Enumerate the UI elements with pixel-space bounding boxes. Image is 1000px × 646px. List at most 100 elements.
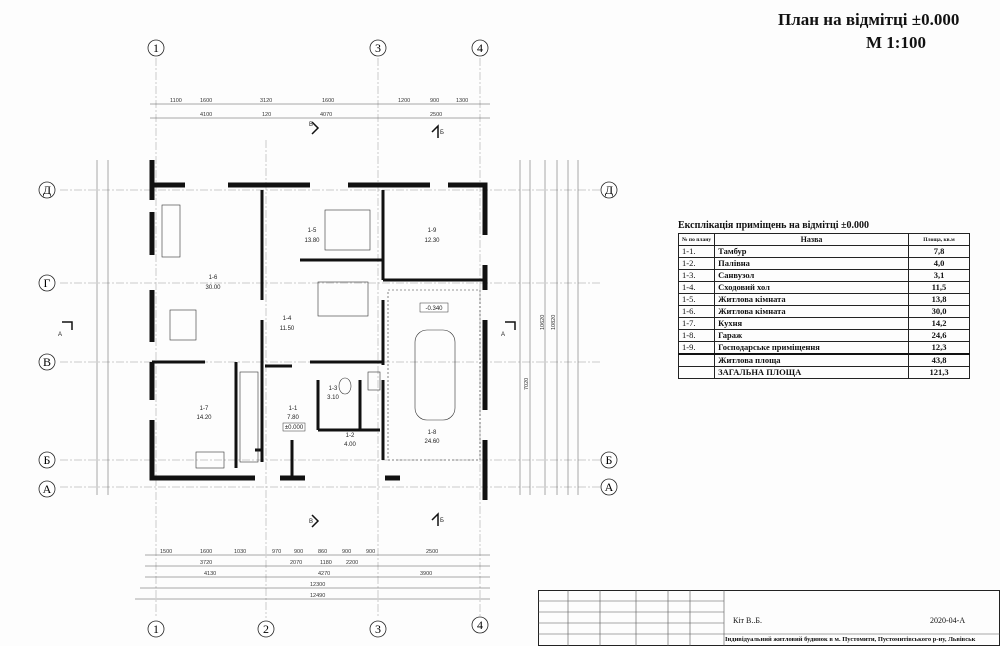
- room-1-8-id: 1-8: [428, 430, 437, 436]
- room-1-9-area: 12.30: [424, 238, 440, 244]
- row-num: 1-6.: [677, 305, 716, 318]
- section-mark-b-top: Б: [440, 130, 444, 136]
- axis-bottom-1: 1: [153, 622, 159, 636]
- drawing-title: План на відмітці ±0.000: [778, 10, 960, 29]
- axis-left-b: Б: [44, 453, 51, 467]
- section-mark-v-bottom: В: [309, 519, 313, 525]
- exterior-walls: [149, 160, 488, 500]
- room-1-6-id: 1-6: [209, 275, 218, 281]
- dim-bot-2: 1600: [200, 549, 212, 555]
- dim-bot-4: 970: [272, 549, 281, 555]
- dim-bot-13: 2200: [346, 560, 358, 566]
- stairs: [317, 281, 369, 317]
- level-mark-garage-box: [419, 302, 449, 313]
- axis-left-a: А: [43, 482, 52, 496]
- dim-bot-17: 12300: [310, 582, 325, 588]
- dim-top-9: 120: [262, 112, 271, 118]
- dim-bot-6: 860: [318, 549, 327, 555]
- axis-top-3: 3: [375, 41, 381, 55]
- row-num: 1-5.: [677, 293, 716, 306]
- dim-right-3: 7020: [524, 378, 530, 390]
- axis-bubbles-top: [147, 39, 489, 57]
- row-num: 1-3.: [677, 269, 716, 282]
- living-area-label: Житлова площа: [714, 353, 909, 367]
- section-marks: [62, 121, 516, 528]
- dim-bot-14: 4130: [204, 571, 216, 577]
- interior-walls: [152, 190, 485, 478]
- row-area: 30,0: [908, 305, 970, 318]
- table-header-row: № по плану Назва Площа, кв.м: [677, 233, 970, 246]
- dim-top-3: 3120: [260, 98, 272, 104]
- stamp-description: Індивідуальний житловий будинок в м. Пус…: [725, 636, 976, 643]
- room-1-9-id: 1-9: [428, 228, 437, 234]
- header-area: Площа, кв.м: [908, 233, 970, 246]
- room-1-6-area: 30.00: [205, 285, 221, 291]
- stamp-code: 2020-04-А: [930, 616, 966, 625]
- row-area: 13,8: [908, 293, 970, 306]
- row-area: 4,0: [908, 257, 970, 270]
- garage-bay: [387, 289, 481, 461]
- toilet: [338, 377, 352, 395]
- level-mark-garage: -0.340: [425, 306, 443, 312]
- room-1-7-id: 1-7: [200, 406, 209, 412]
- dim-bot-11: 2070: [290, 560, 302, 566]
- bed: [324, 209, 371, 251]
- room-1-3-area: 3.10: [327, 395, 339, 401]
- room-1-1-area: 7.80: [287, 415, 299, 421]
- row-num-empty: [677, 353, 716, 367]
- axis-bottom-4: 4: [477, 618, 483, 632]
- table-row: 1-2. Палівна 4,0: [677, 257, 970, 270]
- dim-bot-7: 900: [342, 549, 351, 555]
- row-name: Кухня: [714, 317, 909, 330]
- axis-top-1: 1: [153, 41, 159, 55]
- row-name: Палівна: [714, 257, 909, 270]
- dim-bot-1: 1500: [160, 549, 172, 555]
- row-area: 7,8: [908, 245, 970, 258]
- header-name: Назва: [714, 233, 909, 246]
- room-1-1-id: 1-1: [289, 406, 298, 412]
- kitchen-counter: [239, 371, 259, 463]
- total-area-label: ЗАГАЛЬНА ПЛОЩА: [714, 366, 909, 379]
- row-num: 1-7.: [677, 317, 716, 330]
- dim-right-1: 10820: [551, 315, 557, 330]
- row-name: Санвузол: [714, 269, 909, 282]
- dim-bot-8: 900: [366, 549, 375, 555]
- room-1-2-area: 4.00: [344, 442, 356, 448]
- section-mark-a-right: А: [501, 332, 505, 338]
- explication-table: № по плану Назва Площа, кв.м 1-1. Тамбур…: [677, 233, 970, 379]
- dim-top-4: 1600: [322, 98, 334, 104]
- dim-top-6: 900: [430, 98, 439, 104]
- table-row: 1-6. Житлова кімната 30,0: [677, 305, 970, 318]
- row-num: 1-2.: [677, 257, 716, 270]
- row-name: Сходовий хол: [714, 281, 909, 294]
- room-1-7-area: 14.20: [196, 415, 212, 421]
- dim-bot-12: 1180: [320, 560, 332, 566]
- row-num: 1-4.: [677, 281, 716, 294]
- dim-bot-10: 3720: [200, 560, 212, 566]
- dim-top-11: 2500: [430, 112, 442, 118]
- axis-left-d: Д: [43, 183, 51, 197]
- living-area-row: Житлова площа 43,8: [677, 353, 970, 367]
- header-num: № по плану: [677, 233, 716, 246]
- dimension-lines: [96, 103, 579, 600]
- row-area: 11,5: [908, 281, 970, 294]
- axis-grid: [60, 58, 610, 618]
- dim-top-5: 1200: [398, 98, 410, 104]
- room-1-5-area: 13.80: [304, 238, 320, 244]
- explication-table-block: Експлікація приміщень на відмітці ±0.000…: [677, 220, 970, 379]
- dim-bot-16: 3900: [420, 571, 432, 577]
- table-row: 1-9. Господарське приміщення 12,3: [677, 341, 970, 355]
- dim-bot-15: 4270: [318, 571, 330, 577]
- row-num: 1-9.: [677, 341, 716, 355]
- dim-top-8: 4100: [200, 112, 212, 118]
- row-name: Житлова кімната: [714, 293, 909, 306]
- dim-top-1: 1100: [170, 98, 182, 104]
- table-row: 1-1. Тамбур 7,8: [677, 245, 970, 258]
- room-1-2-id: 1-2: [346, 433, 355, 439]
- row-name: Господарське приміщення: [714, 341, 909, 355]
- room-1-8-area: 24.60: [424, 439, 440, 445]
- dim-bot-5: 900: [294, 549, 303, 555]
- floor-plan: 1 3 4 1 2 3 4 Д Г В Б А Д Б А 1: [38, 39, 618, 638]
- stove: [195, 451, 225, 469]
- dim-top-7: 1300: [456, 98, 468, 104]
